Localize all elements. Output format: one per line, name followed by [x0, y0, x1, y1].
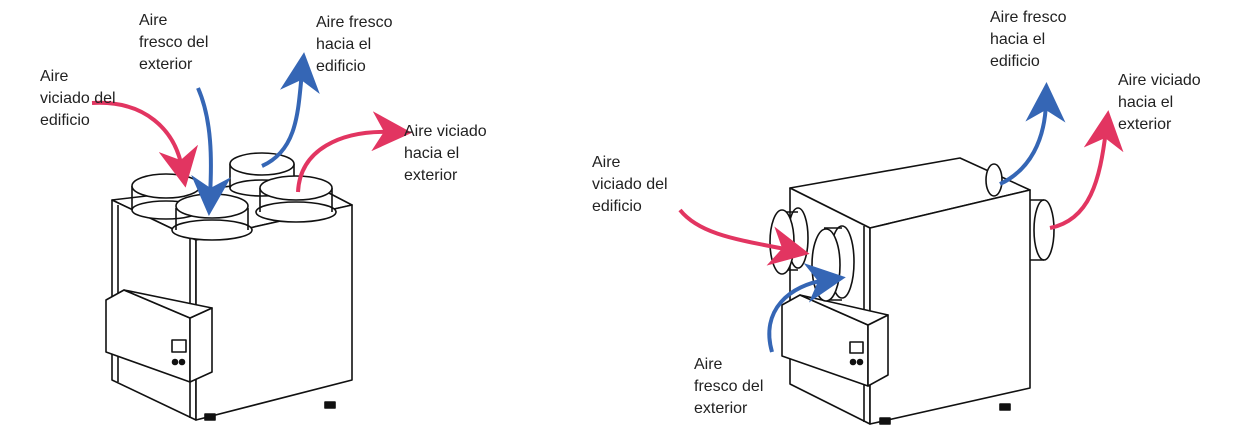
- right-label-stale-out: Aire viciado hacia el exterior: [1118, 72, 1201, 133]
- right-stale-in-arrow: [678, 208, 810, 266]
- left-label-fresh-out: Aire fresco hacia el edificio: [316, 14, 393, 75]
- left-label-stale-in: Aire viciado del edificio: [40, 68, 116, 129]
- left-label-stale-out: Aire viciado hacia el exterior: [404, 123, 487, 184]
- right-fresh-out-arrow: [999, 82, 1066, 186]
- left-label-fresh-in: Aire fresco del exterior: [139, 12, 209, 73]
- right-stale-out-arrow: [1049, 110, 1124, 230]
- left-stale-out-arrow: [296, 111, 412, 193]
- right-label-stale-in: Aire viciado del edificio: [592, 154, 668, 215]
- left-ventilation-unit: [105, 177, 353, 421]
- right-fresh-in-arrow: [767, 262, 846, 353]
- left-fresh-in-arrow: [191, 87, 232, 216]
- left-fresh-out-arrow: [261, 52, 320, 168]
- left-stale-in-arrow: [91, 100, 199, 188]
- right-label-fresh-in: Aire fresco del exterior: [694, 356, 764, 417]
- right-label-fresh-out: Aire fresco hacia el edificio: [990, 9, 1067, 70]
